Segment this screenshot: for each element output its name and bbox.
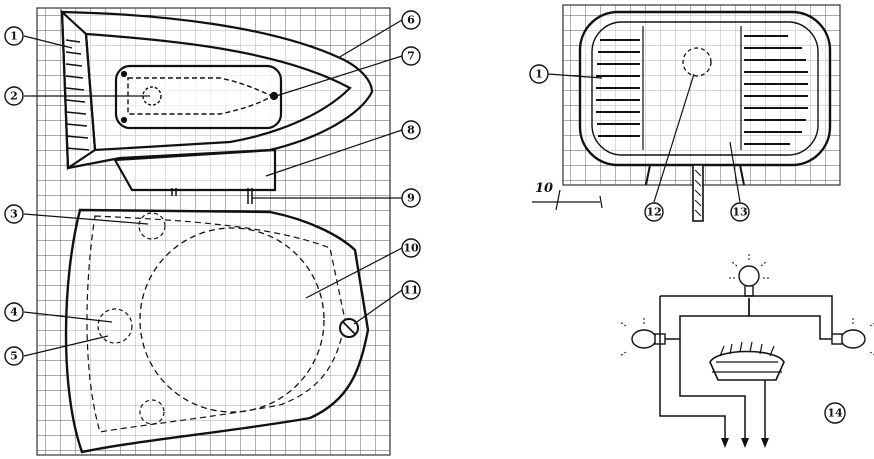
front-view [578, 10, 832, 222]
callout-2: 2 [4, 86, 24, 106]
output-arrows [721, 438, 769, 448]
iron-inner-outline [84, 32, 352, 152]
speaker-circle [139, 227, 325, 413]
left-grille [596, 39, 640, 137]
callout-14: 14 [824, 402, 846, 424]
lamp-left [619, 318, 666, 357]
callout-9: 9 [401, 188, 421, 208]
front-feet [645, 164, 745, 186]
left-panel [23, 7, 403, 456]
lamp-right [831, 318, 874, 356]
svg-text:11: 11 [403, 284, 418, 297]
leaders-left [23, 19, 403, 357]
callout-5: 5 [4, 346, 24, 366]
leaders-right [547, 73, 741, 203]
callout-10: 10 [401, 238, 421, 258]
svg-text:1: 1 [535, 68, 543, 81]
housing-inner-dashed [86, 215, 346, 433]
lamp-top [729, 254, 769, 297]
svg-text:3: 3 [10, 208, 18, 221]
callout-4: 4 [4, 302, 24, 322]
speaker-symbol [709, 341, 785, 381]
grille-slats [65, 39, 90, 151]
svg-text:9: 9 [407, 192, 415, 205]
callout-3: 3 [4, 204, 24, 224]
housing-outline [64, 208, 370, 454]
iron-base [113, 148, 277, 192]
svg-text:13: 13 [732, 206, 747, 219]
front-inner [591, 21, 819, 156]
callout-12: 12 [644, 202, 664, 222]
callout-1-right: 1 [529, 64, 549, 84]
right-top-panel: 10 [532, 4, 841, 222]
callout-8: 8 [401, 120, 421, 140]
wires [659, 295, 833, 440]
svg-text:1: 1 [10, 30, 18, 43]
control-knob [142, 86, 162, 106]
svg-text:12: 12 [646, 206, 661, 219]
svg-text:6: 6 [407, 14, 415, 27]
callouts: 1 2 3 4 5 6 7 8 [4, 10, 846, 424]
indicator-lamp [682, 47, 712, 77]
svg-text:4: 4 [10, 306, 18, 319]
svg-text:10: 10 [403, 242, 419, 255]
wiring-schematic [619, 254, 874, 448]
iron-rear-grille [60, 9, 97, 171]
callout-11: 11 [401, 280, 421, 300]
svg-text:5: 5 [10, 350, 18, 363]
callout-7: 7 [401, 46, 421, 66]
svg-text:8: 8 [407, 124, 415, 137]
svg-text:14: 14 [827, 407, 843, 420]
svg-text:2: 2 [10, 90, 18, 103]
housing-top-view [64, 208, 370, 454]
callout-1: 1 [4, 26, 24, 46]
scale-label: 10 [535, 181, 553, 196]
control-plate [114, 64, 283, 130]
scale-bar [532, 189, 603, 211]
iron-side-view [60, 9, 374, 204]
callout-6: 6 [401, 10, 421, 30]
svg-text:7: 7 [407, 50, 415, 63]
callout-13: 13 [730, 202, 750, 222]
right-grille [744, 35, 808, 145]
